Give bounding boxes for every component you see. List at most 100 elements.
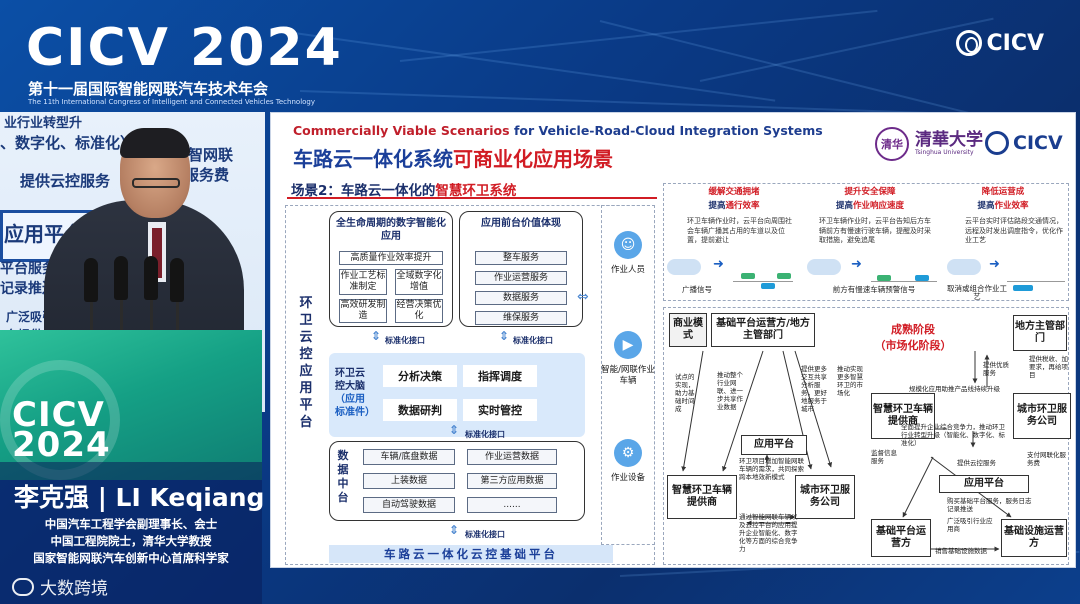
brain-item: 实时管控 <box>463 399 537 421</box>
arch-side-label: 环卫云控应用平台 <box>299 296 313 430</box>
data-item: 上装数据 <box>363 473 455 489</box>
biz-note: 环卫项目增加智能网联车辆的需求，共同探索跨本地效新模式 <box>739 457 804 481</box>
data-item: 车辆/底盘数据 <box>363 449 455 465</box>
event-logo: CICV 2024 <box>26 18 343 78</box>
car-icon <box>1013 285 1033 291</box>
data-item: 作业运营数据 <box>467 449 557 465</box>
road-line <box>733 281 793 282</box>
scene-title-prefix: 场景2：车路云一体化的 <box>291 183 436 199</box>
speaker-tie <box>152 228 162 278</box>
value-header-red: 提升安全保障 <box>844 187 896 197</box>
value-header-red: 缓解交通拥堵 <box>708 187 760 197</box>
tsinghua-name-en: Tsinghua University <box>915 149 974 156</box>
mic-stand <box>120 300 123 350</box>
arrow-right-icon: ➜ <box>713 257 724 272</box>
biz-note: 规模化应用助推产品线持续升级 <box>909 385 1000 393</box>
event-title-cn: 第十一届国际智能网联汽车技术年会 <box>28 80 269 98</box>
lifecycle-item: 全域数字化增值 <box>395 269 443 295</box>
car-icon <box>877 275 891 281</box>
biz-note: 支付网联化服务费 <box>1027 451 1066 467</box>
microphone-icon <box>170 258 184 302</box>
double-arrow-icon: ⇕ <box>499 329 510 343</box>
mic-stand <box>150 300 153 350</box>
biz-note: 购买基础平台服务，服务日志记录推送 <box>947 497 1032 513</box>
cicv-ring-icon <box>956 30 983 56</box>
biz-city-service: 城市环卫服务公司 <box>795 475 855 519</box>
slide-title-cn-prefix: 车路云一体化系统 <box>293 147 453 171</box>
brain-item: 分析决策 <box>383 365 457 387</box>
data-item: 第三方应用数据 <box>467 473 557 489</box>
front-item: 整车服务 <box>475 251 567 265</box>
backdrop-text: 智网联 <box>188 146 234 164</box>
data-item: ...... <box>467 497 557 513</box>
lifecycle-item: 作业工艺标准制定 <box>339 269 387 295</box>
watermark: 大数跨境 <box>12 574 108 599</box>
scene-title: 场景2：车路云一体化的智慧环卫系统 <box>291 179 516 199</box>
car-icon <box>761 283 775 289</box>
front-panel <box>459 211 583 327</box>
double-arrow-icon: ⇕ <box>449 523 460 537</box>
biz-note: 全面提升企业综合竞争力，推动环卫行业转型升级（智能化、数字化、标准化） <box>901 423 1005 447</box>
speaker-title: 国家智能网联汽车创新中心首席科学家 <box>33 551 229 565</box>
value-header-blue-accent: 通行效率 <box>725 201 760 211</box>
corner-logo-text: CICV <box>986 30 1044 56</box>
biz-note: 通过智能网联车辆以及云控平台的应用提升企业智能化、数字化等方面的综合竞争力 <box>739 513 798 553</box>
biz-note: 推动整个行业网联、进一步共享作业数据 <box>717 371 743 411</box>
value-scenarios-frame <box>663 183 1069 301</box>
value-text: 云平台实时评估路段交通情况，远程及时发出调度指令，优化作业工艺 <box>965 217 1063 244</box>
backdrop-text: 服务费 <box>184 166 230 184</box>
value-caption: 广播信号 <box>682 285 712 294</box>
mic-stand <box>90 300 93 350</box>
biz-vehicle-supplier: 智慧环卫车辆提供商 <box>871 393 935 439</box>
interface-label: 标准化接口 <box>465 430 505 439</box>
interface-label: 标准化接口 <box>465 530 505 539</box>
biz-note: 推动实现更多智慧环卫的市场化 <box>837 365 863 397</box>
podium-logo-line: CICV <box>12 395 105 435</box>
tsinghua-seal-icon: 清华 <box>875 127 909 161</box>
backdrop-text: 、数字化、标准化） <box>0 134 136 152</box>
value-header-blue-accent: 作业响应速度 <box>853 201 905 211</box>
slide-title-en-accent: Commercially Viable Scenarios <box>293 123 510 138</box>
value-text: 环卫车辆作业时，云平台向周围社会车辆广播其占用的车道以及位置，提前避让 <box>687 217 792 244</box>
value-header-blue: 提高通行效率 <box>669 199 799 211</box>
scene-title-accent: 智慧环卫系统 <box>435 183 517 199</box>
cloud-brain-label-main: 环卫云控大脑 <box>335 368 365 392</box>
value-text: 环卫车辆作业时，云平台告知后方车辆前方有慢速行驶车辆，提醒及时采取措施，避免追尾 <box>819 217 931 244</box>
interface-label: 标准化接口 <box>385 336 425 345</box>
brain-item: 数据研判 <box>383 399 457 421</box>
backdrop-text: 记录推送 <box>0 281 56 297</box>
double-arrow-icon: ⇔ <box>577 289 589 305</box>
glasses-icon <box>132 178 180 188</box>
equipment-icon: ⚙ <box>614 439 642 467</box>
value-caption: 取消或组合作业工艺 <box>947 284 1007 301</box>
front-item: 维保服务 <box>475 311 567 325</box>
speaker-title: 中国汽车工程学会副理事长、会士 <box>44 517 218 531</box>
biz-top-box: 基础平台运营方/地方主管部门 <box>711 313 815 347</box>
slide-cicv-logo: CICV <box>985 131 1063 155</box>
presentation-slide: Commercially Viable Scenarios for Vehicl… <box>270 112 1076 568</box>
microphone-icon <box>114 256 128 300</box>
data-item: 自动驾驶数据 <box>363 497 455 513</box>
double-arrow-icon: ⇕ <box>371 329 382 343</box>
podium-logo-line: 2024 <box>12 425 111 465</box>
slide-title-cn-accent: 可商业化应用场景 <box>453 147 613 171</box>
biz-local-gov: 地方主管部门 <box>1013 315 1067 351</box>
biz-model-label: 商业模式 <box>669 313 707 347</box>
biz-note: 提供税收、加要求，再给项目 <box>1029 355 1068 379</box>
biz-stage-label: 成熟阶段 <box>891 323 935 336</box>
cloud-icon <box>947 259 981 275</box>
slide-title-en-rest: for Vehicle-Road-Cloud Integration Syste… <box>509 123 823 138</box>
biz-note: 提供优质服务 <box>983 361 1009 377</box>
value-header-blue: 提高作业效率 <box>939 199 1067 211</box>
tsinghua-name-cn: 清華大学 <box>915 130 983 150</box>
data-platform-label: 数据中台 <box>337 449 349 504</box>
double-arrow-icon: ⇕ <box>449 423 460 437</box>
worker-icon: ☺ <box>614 231 642 259</box>
brain-item: 指挥调度 <box>463 365 537 387</box>
slide-cicv-text: CICV <box>1013 132 1063 154</box>
cloud-brain-label: 环卫云控大脑（应用标准件） <box>335 367 375 419</box>
front-item: 作业运营服务 <box>475 271 567 285</box>
biz-base-operator: 基础平台运营方 <box>871 519 931 557</box>
microphone-icon <box>84 258 98 302</box>
car-icon <box>741 273 755 279</box>
